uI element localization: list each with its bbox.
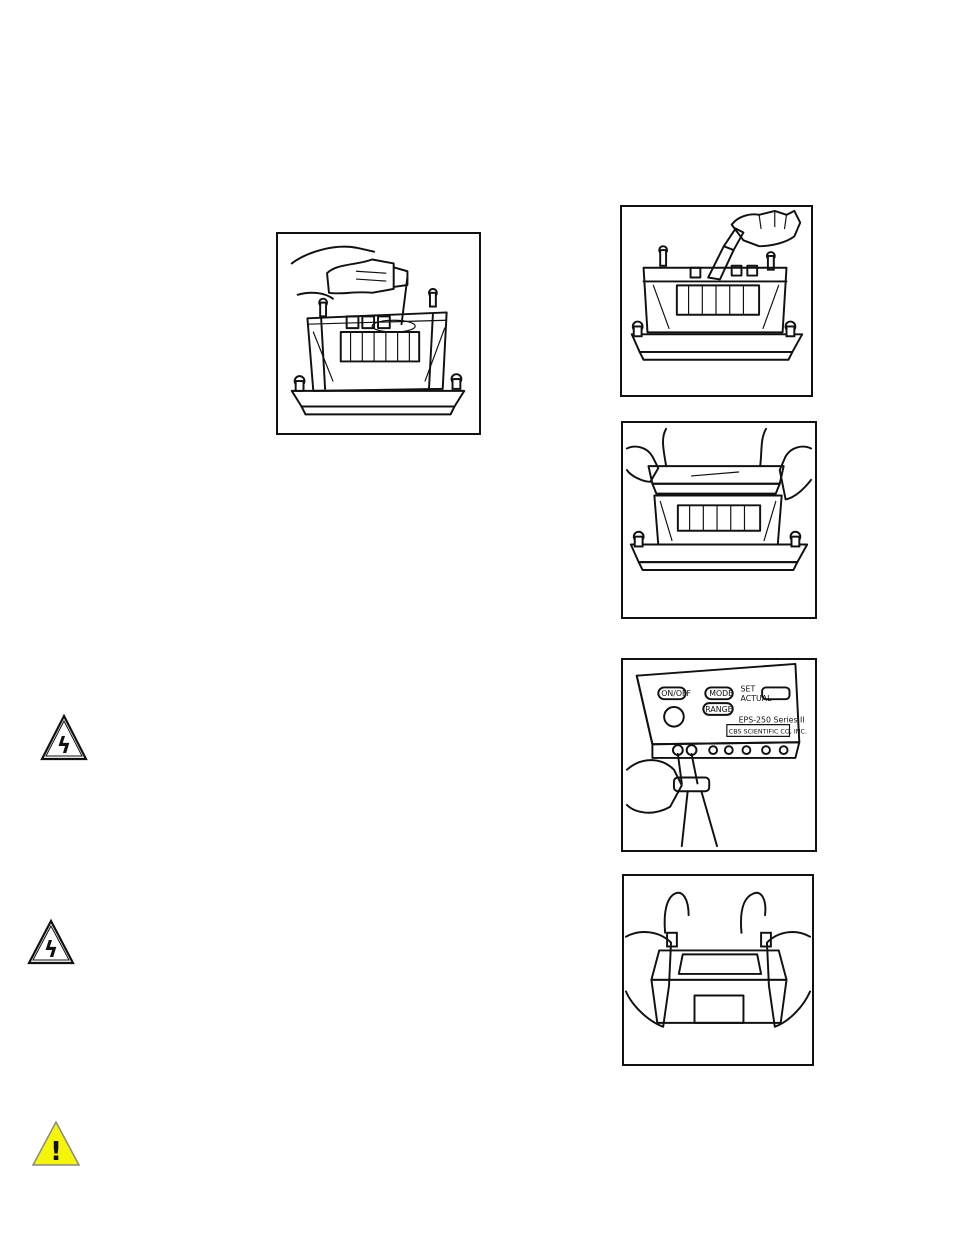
lightning-glyph: ϟ	[57, 734, 72, 759]
lid-with-leads-illustration	[624, 876, 812, 1064]
mode-button-label: MODE	[709, 689, 733, 698]
lightning-glyph: ϟ	[44, 938, 59, 963]
electrical-hazard-icon: ϟ	[40, 713, 88, 762]
caution-icon: !	[30, 1119, 82, 1169]
set-label: SET	[741, 684, 756, 693]
figure-pouring-buffer	[276, 232, 481, 435]
onoff-button-label: ON/OFF	[661, 689, 691, 698]
maker-label: CBS SCIENTIFIC CO, INC.	[729, 728, 807, 735]
electrical-hazard-warning: ϟ	[27, 918, 75, 966]
figure-power-supply-connection: ON/OFF MODE RANGE SET ACTUAL EPS-250 Ser…	[621, 658, 817, 852]
model-label: EPS-250 Series II	[739, 716, 805, 725]
pouring-buffer-illustration	[278, 234, 479, 433]
placing-lid-illustration	[623, 423, 815, 617]
figure-placing-lid	[621, 421, 817, 619]
range-button-label: RANGE	[705, 705, 732, 714]
power-supply-connection-illustration: ON/OFF MODE RANGE SET ACTUAL EPS-250 Ser…	[623, 660, 815, 850]
caution-warning: !	[30, 1119, 82, 1169]
figure-pipette-loading	[620, 205, 813, 397]
figure-lid-with-leads	[622, 874, 814, 1066]
pipette-loading-illustration	[622, 207, 811, 395]
electrical-hazard-icon: ϟ	[27, 918, 75, 966]
exclamation-glyph: !	[50, 1137, 62, 1167]
electrical-hazard-warning: ϟ	[40, 713, 88, 762]
